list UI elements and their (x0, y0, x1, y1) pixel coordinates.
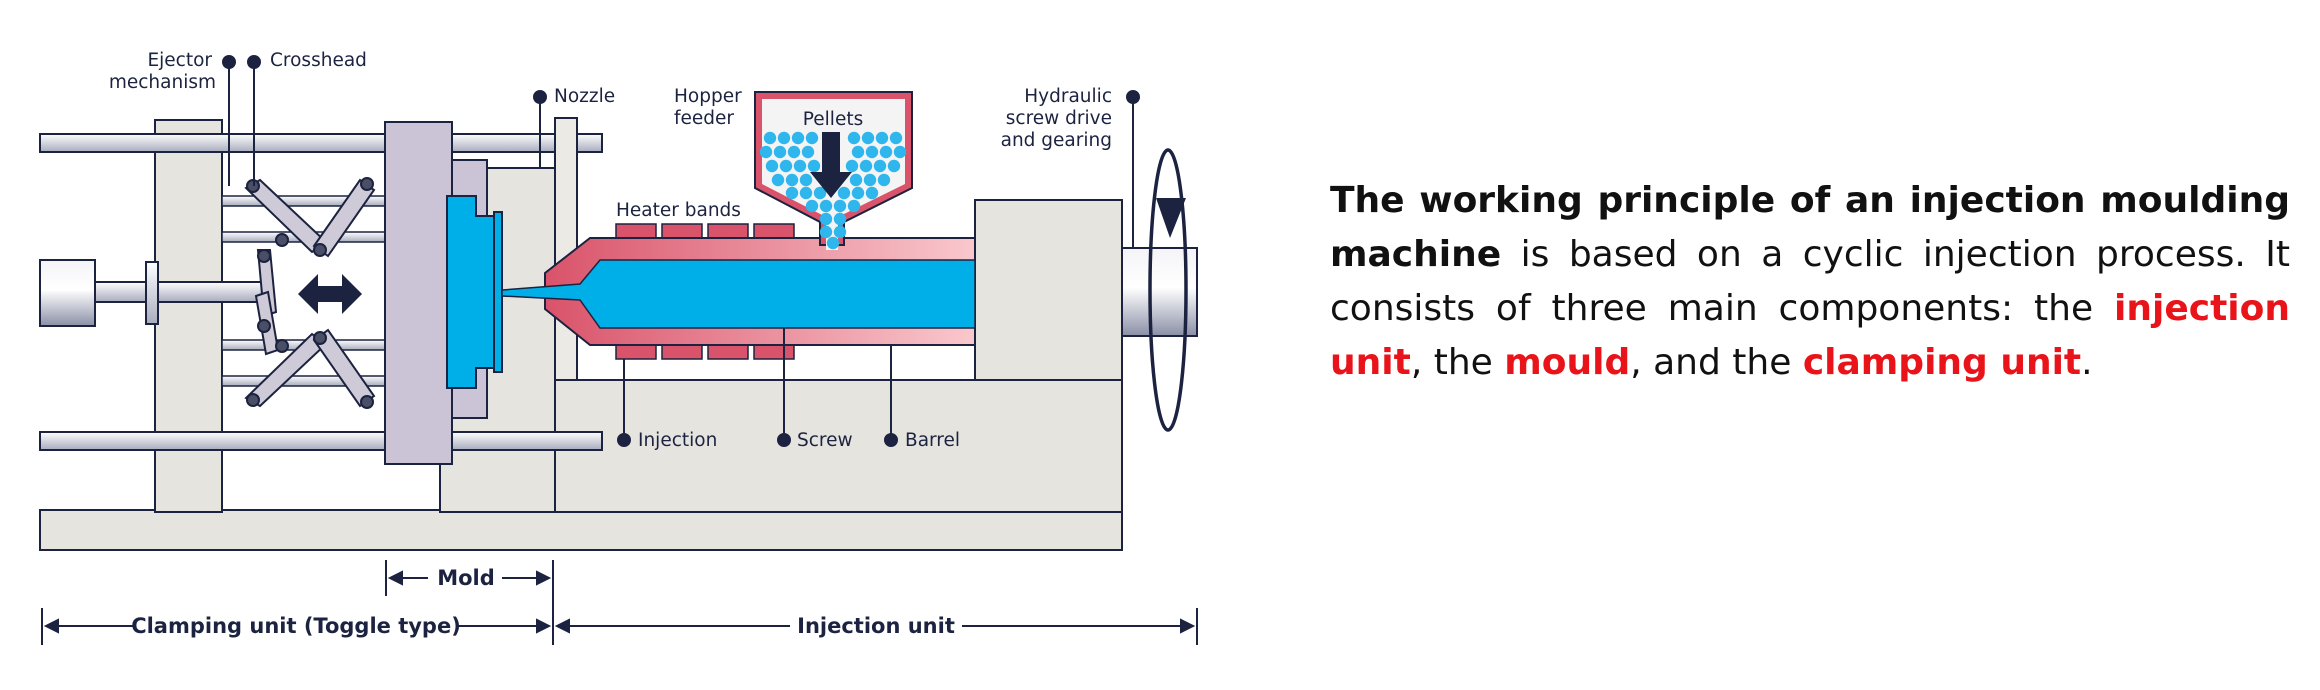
pellet (889, 131, 903, 145)
pellet (813, 186, 827, 200)
ejector-label-line2: mechanism (109, 72, 216, 93)
pellet (787, 145, 801, 159)
pellet (893, 145, 907, 159)
clamp-piston-rod (94, 281, 271, 303)
pellet (771, 173, 785, 187)
double-arrow-icon (298, 274, 362, 314)
description-text-1: is based on a cyclic injection process. … (1330, 234, 2290, 329)
nozzle-label: Nozzle (554, 86, 615, 107)
injection-base (554, 379, 1123, 513)
nozzle-plate (554, 117, 578, 381)
feed-arrow-icon (810, 132, 852, 198)
heater-bands-label: Heater bands (616, 200, 741, 221)
pellet (819, 199, 833, 213)
pellet (805, 199, 819, 213)
pellet (845, 159, 859, 173)
pellet (807, 159, 821, 173)
crosshead-label: Crosshead (270, 50, 367, 71)
mold-dimension-label: Mold (437, 566, 495, 590)
rotation-loop (1148, 148, 1188, 432)
pellet (875, 131, 889, 145)
description-paragraph: The working principle of an injection mo… (1330, 174, 2290, 390)
clamp-cylinder (39, 259, 96, 327)
pellet (851, 186, 865, 200)
dimension-lines (41, 560, 1198, 645)
pellet (861, 131, 875, 145)
tie-bar-bottom (39, 431, 603, 451)
tie-bar-top (39, 133, 603, 153)
pellet (833, 225, 847, 239)
heater-bands (615, 223, 795, 360)
pellet (779, 159, 793, 173)
moving-platen (384, 121, 453, 465)
hydraulic-label-line3: and gearing (1001, 130, 1112, 151)
pellet (763, 131, 777, 145)
hydraulic-label-line2: screw drive (1006, 108, 1112, 129)
pellet (865, 145, 879, 159)
highlight-injection-unit: injection unit (1330, 288, 2290, 383)
pellet (791, 131, 805, 145)
pellet (773, 145, 787, 159)
machine-base (39, 509, 1123, 551)
pellet (851, 145, 865, 159)
pellet (759, 145, 773, 159)
injection-unit-dimension-label: Injection unit (797, 614, 955, 638)
pellet (847, 199, 861, 213)
pellet (826, 236, 840, 250)
screw-label: Screw (797, 430, 853, 451)
callouts (222, 55, 1140, 447)
hopper-label-line1: Hopper (674, 86, 742, 107)
pellet (801, 145, 815, 159)
pellet (859, 159, 873, 173)
ejector-label-line1: Ejector (147, 50, 212, 71)
pellet (799, 173, 813, 187)
rotation-arrow-icon (1156, 198, 1186, 238)
pellet (847, 131, 861, 145)
pellet (785, 186, 799, 200)
pellet (877, 173, 891, 187)
injection-label: Injection (638, 430, 717, 451)
toggle-pins (246, 177, 374, 409)
pellet (837, 186, 851, 200)
pellets-label: Pellets (803, 109, 863, 130)
pellet (819, 225, 833, 239)
injection-moulding-diagram: Ejector mechanism Crosshead Nozzle Hoppe… (39, 50, 1198, 645)
screw (501, 259, 976, 329)
mold-moving-half (446, 195, 495, 389)
clamping-unit-dimension-label: Clamping unit (Toggle type) (131, 614, 461, 638)
description-bold-intro: The working principle of an injection mo… (1330, 180, 2290, 275)
description-text-4: . (2081, 342, 2093, 383)
barrel-label: Barrel (905, 430, 960, 451)
pellet (873, 159, 887, 173)
pellet (777, 131, 791, 145)
clamping-rear-plate (154, 119, 223, 513)
pellet (849, 173, 863, 187)
pellet (785, 173, 799, 187)
description-text-2: , the (1410, 342, 1505, 383)
hydraulic-label-line1: Hydraulic (1024, 86, 1112, 107)
pellet (765, 159, 779, 173)
highlight-mould: mould (1504, 342, 1631, 383)
pellet (865, 186, 879, 200)
pellet (833, 199, 847, 213)
pellet (793, 159, 807, 173)
pellet (805, 131, 819, 145)
pellet (833, 212, 847, 226)
highlight-clamping-unit: clamping unit (1802, 342, 2082, 383)
crosshead-block (145, 261, 159, 325)
pellet (887, 159, 901, 173)
mold-fixed-half (493, 211, 503, 373)
pellet (819, 212, 833, 226)
pellet (799, 186, 813, 200)
description-text-3: , and the (1630, 342, 1803, 383)
pellets-cluster (759, 131, 907, 250)
pellet (863, 173, 877, 187)
hopper-label-line2: feeder (674, 108, 734, 129)
pellet (879, 145, 893, 159)
